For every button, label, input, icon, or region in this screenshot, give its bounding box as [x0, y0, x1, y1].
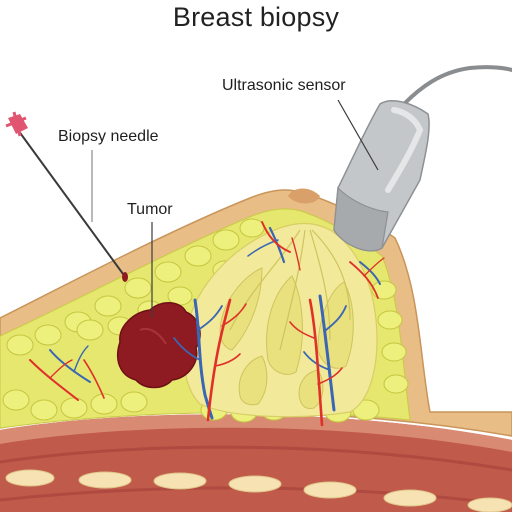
probe-head — [333, 186, 389, 252]
tumor — [116, 302, 201, 389]
sensor-cable — [402, 65, 512, 106]
ultrasonic-sensor-label: Ultrasonic sensor — [222, 77, 346, 94]
rib — [5, 469, 55, 487]
diagram-title: Breast biopsy — [172, 2, 340, 32]
rib — [153, 472, 207, 490]
rib — [228, 475, 282, 493]
needle-sample — [122, 272, 128, 282]
chest-muscle-top — [0, 414, 512, 452]
ribs — [5, 469, 512, 512]
nipple — [288, 188, 320, 204]
biopsy-needle — [5, 111, 128, 282]
rib — [383, 489, 437, 507]
rib — [467, 497, 512, 512]
arteries — [29, 221, 385, 427]
rib — [303, 481, 357, 499]
tumor-label: Tumor — [127, 201, 173, 218]
biopsy-needle-label: Biopsy needle — [58, 128, 159, 145]
chest-muscle — [0, 414, 512, 512]
rib — [78, 471, 132, 489]
sensor-leader-line — [337, 99, 379, 171]
ultrasonic-probe — [333, 100, 430, 252]
